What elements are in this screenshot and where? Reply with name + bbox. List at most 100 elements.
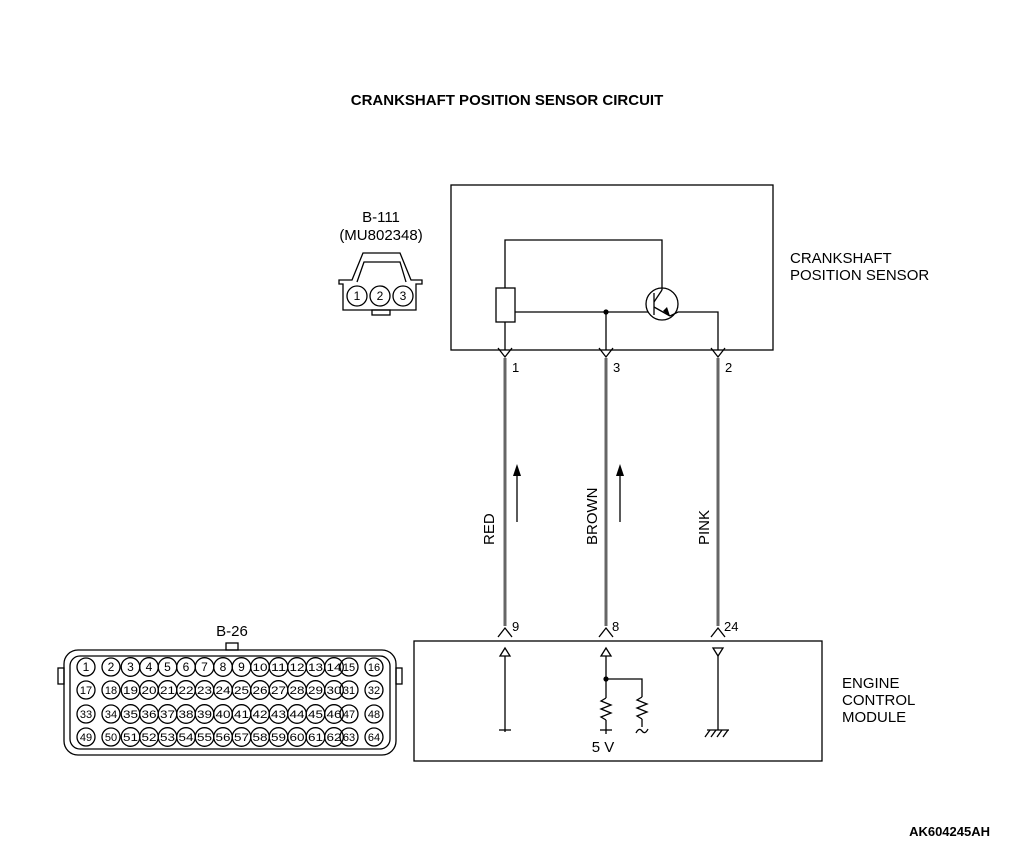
ecm-connector-pin-circle xyxy=(76,657,96,677)
ground-icon xyxy=(704,729,729,738)
ecm-connector-pin-circle xyxy=(101,727,121,747)
ecm-connector-pin: 48 xyxy=(368,709,380,721)
ecm-connector-pin: 54 xyxy=(179,732,194,744)
crankshaft-position-sensor: CRANKSHAFT POSITION SENSOR xyxy=(450,184,929,351)
ecm-connector-pin: 53 xyxy=(160,732,175,744)
ecm-connector-pin: 46 xyxy=(327,709,342,721)
ecm-connector-pin: 27 xyxy=(271,685,286,697)
ecm-connector-pin: 23 xyxy=(197,685,212,697)
ecm-connector-pin: 64 xyxy=(368,732,380,744)
ecm-connector-pin: 51 xyxy=(123,732,138,744)
ecm-connector-pin: 5 xyxy=(164,660,171,674)
ecm-connector-pin: 52 xyxy=(142,732,157,744)
ecm-connector-pin: 24 xyxy=(216,685,231,697)
ecm-connector-pin: 56 xyxy=(216,732,231,744)
ecm-connector-pin: 3 xyxy=(127,660,134,674)
ecm-connector-pin-circle xyxy=(364,680,384,700)
ecm-connector-pin: 31 xyxy=(343,685,355,697)
ecm-connector-pin: 30 xyxy=(327,685,342,697)
ecm-connector-pin: 2 xyxy=(108,660,115,674)
ecm-connector-pin: 33 xyxy=(80,709,92,721)
ecm-connector-pin: 34 xyxy=(105,709,117,721)
ecm-connector-pin: 7 xyxy=(201,660,208,674)
ecm-connector-pin: 62 xyxy=(327,732,342,744)
ecm-connector-pin-circle xyxy=(364,704,384,724)
ecm-connector-pin: 11 xyxy=(271,662,286,674)
ecm-connector-pin: 55 xyxy=(197,732,212,744)
ecm-connector-pin: 40 xyxy=(216,709,231,721)
wire-color-pink: PINK xyxy=(696,510,713,545)
ecm-connector-pin: 57 xyxy=(234,732,249,744)
sensor-name-line1: CRANKSHAFT xyxy=(790,250,892,267)
ecm-connector-pin-circle xyxy=(339,727,359,747)
ecm-connector-pin: 37 xyxy=(160,709,175,721)
ecm-connector-pin-circle xyxy=(101,704,121,724)
ecm-connector-pin-circle xyxy=(324,680,344,700)
ecm-connector-pin: 39 xyxy=(197,709,212,721)
ecm-connector-pin: 43 xyxy=(271,709,286,721)
ecm-connector-pin: 59 xyxy=(271,732,286,744)
ecm-pin-pink: 24 xyxy=(724,619,738,634)
ecm-connector-pin-circle xyxy=(339,704,359,724)
ecm-connector-pin: 17 xyxy=(80,685,92,697)
ecm-name-line2: CONTROL xyxy=(842,692,915,709)
ecm-connector-pin-circle xyxy=(101,680,121,700)
ecm-connector-pin-circle xyxy=(101,657,121,677)
engine-control-module: 5 V ENGINE CONTROL MODULE xyxy=(413,640,915,762)
ecm-connector-pin: 1 xyxy=(83,660,90,674)
sensor-transistor xyxy=(645,287,679,321)
sensor-connector-pin: 3 xyxy=(400,289,407,303)
ecm-connector-pin: 6 xyxy=(183,660,190,674)
sensor-name-line2: POSITION SENSOR xyxy=(790,267,929,284)
sensor-box xyxy=(450,184,774,351)
ecm-connector-pin: 42 xyxy=(253,709,268,721)
sensor-connector-part: (MU802348) xyxy=(339,227,422,244)
ecm-connector-pin: 50 xyxy=(105,732,117,744)
ecm-pullup-resistor xyxy=(599,697,613,721)
sensor-connector-pin: 2 xyxy=(377,289,384,303)
ecm-connector-pin: 47 xyxy=(343,709,355,721)
ecm-connector-pin: 8 xyxy=(220,660,227,674)
sensor-internal-wire xyxy=(504,239,663,290)
ecm-connector-pin: 35 xyxy=(123,709,138,721)
ecm-connector-pin: 13 xyxy=(308,662,323,674)
ecm-supply-voltage: 5 V xyxy=(592,739,615,756)
ecm-connector-pin-circle xyxy=(339,657,359,677)
ecm-box xyxy=(413,640,823,762)
ecm-connector-pin-circle xyxy=(76,704,96,724)
ecm-connector-pin: 20 xyxy=(142,685,157,697)
sensor-pin-brown: 3 xyxy=(613,360,620,375)
sensor-pin-red: 1 xyxy=(512,360,519,375)
sensor-pin-pink: 2 xyxy=(725,360,732,375)
ecm-pin-brown: 8 xyxy=(612,619,619,634)
ecm-connector-pin: 22 xyxy=(179,685,194,697)
ecm-connector-pin: 28 xyxy=(290,685,305,697)
ecm-connector-pin: 36 xyxy=(142,709,157,721)
ecm-pin-red: 9 xyxy=(512,619,519,634)
ecm-connector-pin-circle xyxy=(364,657,384,677)
harness-wires: 1 9 RED 3 8 BROWN 2 24 PINK xyxy=(481,347,738,638)
ecm-connector-pin: 16 xyxy=(368,662,380,674)
sensor-connector-b111: B-111 (MU802348) 1 2 3 xyxy=(338,209,423,316)
ecm-name-line1: ENGINE xyxy=(842,675,900,692)
signal-arrow-icon xyxy=(616,464,624,476)
ecm-connector-pin: 29 xyxy=(308,685,323,697)
ecm-connector-pin: 15 xyxy=(343,662,355,674)
ecm-connector-pin: 25 xyxy=(234,685,249,697)
ecm-connector-pin: 38 xyxy=(179,709,194,721)
ecm-connector-id: B-26 xyxy=(216,623,248,640)
ecm-connector-pin: 21 xyxy=(160,685,175,697)
sensor-connector-id: B-111 xyxy=(362,209,400,226)
ecm-connector-pin: 12 xyxy=(290,662,305,674)
ecm-name-line3: MODULE xyxy=(842,709,906,726)
ecm-connector-pin: 45 xyxy=(308,709,323,721)
sensor-resistor xyxy=(495,287,516,323)
wire-color-red: RED xyxy=(481,513,498,545)
ecm-connector-pin-circle xyxy=(364,727,384,747)
ecm-connector-pin: 14 xyxy=(327,662,342,674)
ecm-connector-pin: 61 xyxy=(308,732,323,744)
figure-code: AK604245AH xyxy=(909,824,990,839)
ecm-connector-pin: 4 xyxy=(146,660,153,674)
ecm-connector-pin: 19 xyxy=(123,685,138,697)
